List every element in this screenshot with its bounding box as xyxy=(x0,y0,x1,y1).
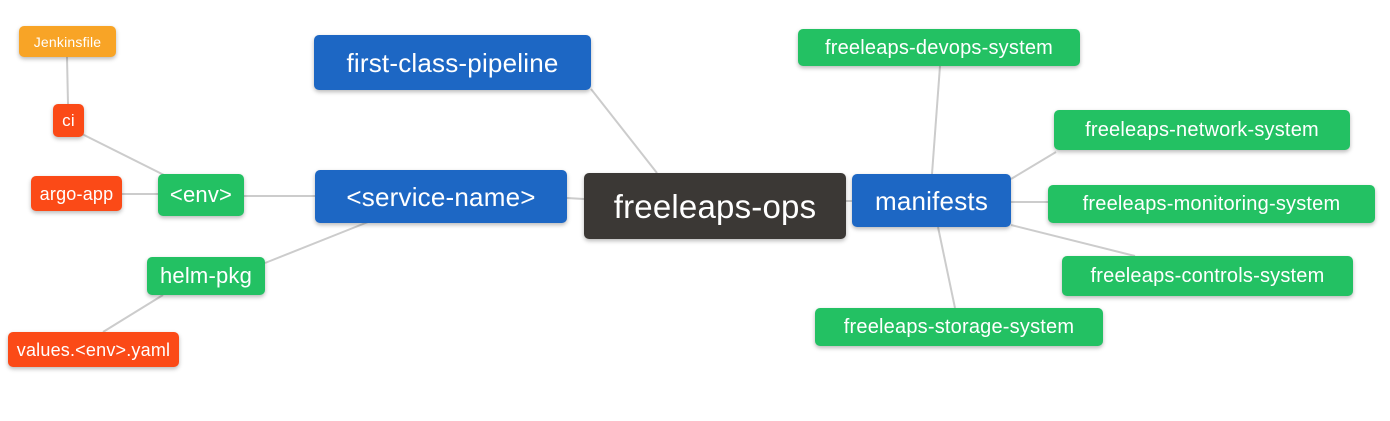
node-freeleaps-ops-root[interactable]: freeleaps-ops xyxy=(584,173,846,239)
node-env[interactable]: <env> xyxy=(158,174,244,216)
node-argo-app[interactable]: argo-app xyxy=(31,176,122,211)
node-freeleaps-network-system[interactable]: freeleaps-network-system xyxy=(1054,110,1350,150)
node-freeleaps-controls-system[interactable]: freeleaps-controls-system xyxy=(1062,256,1353,296)
node-freeleaps-devops-system[interactable]: freeleaps-devops-system xyxy=(798,29,1080,66)
node-helm-pkg[interactable]: helm-pkg xyxy=(147,257,265,295)
node-jenkinsfile[interactable]: Jenkinsfile xyxy=(19,26,116,57)
node-service-name[interactable]: <service-name> xyxy=(315,170,567,223)
node-freeleaps-storage-system[interactable]: freeleaps-storage-system xyxy=(815,308,1103,346)
node-freeleaps-monitoring-system[interactable]: freeleaps-monitoring-system xyxy=(1048,185,1375,223)
node-manifests[interactable]: manifests xyxy=(852,174,1011,227)
node-ci[interactable]: ci xyxy=(53,104,84,137)
node-values-env-yaml[interactable]: values.<env>.yaml xyxy=(8,332,179,367)
node-first-class-pipeline[interactable]: first-class-pipeline xyxy=(314,35,591,90)
